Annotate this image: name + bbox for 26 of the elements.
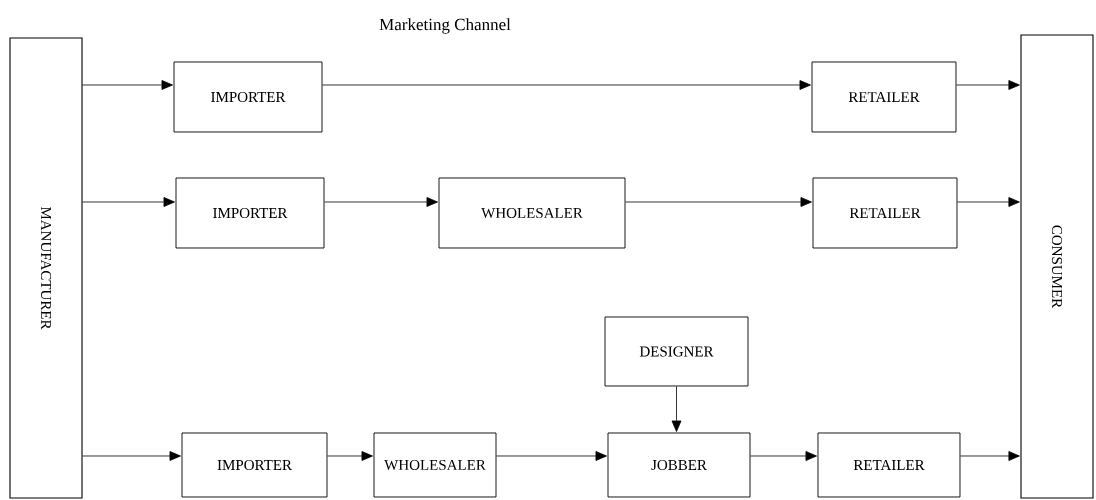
diagram-title: Marketing Channel xyxy=(379,18,511,34)
process-box: DESIGNER xyxy=(604,316,749,387)
arrow xyxy=(82,451,181,461)
arrow xyxy=(496,451,607,461)
arrow xyxy=(82,197,175,207)
arrow xyxy=(750,451,817,461)
arrow xyxy=(960,451,1020,461)
arrow xyxy=(956,80,1020,90)
process-box: IMPORTER xyxy=(173,61,323,133)
arrow xyxy=(327,451,373,461)
vertical-box: CONSUMER xyxy=(1020,34,1094,499)
process-box: WHOLESALER xyxy=(373,432,497,498)
process-box: RETAILER xyxy=(811,61,957,133)
arrow xyxy=(322,80,811,90)
process-box: RETAILER xyxy=(812,177,958,249)
arrow xyxy=(82,80,173,90)
process-box: WHOLESALER xyxy=(438,177,626,249)
arrow xyxy=(957,197,1020,207)
process-box: IMPORTER xyxy=(181,432,328,498)
process-box: IMPORTER xyxy=(175,177,325,249)
arrow xyxy=(671,386,682,432)
vertical-box: MANUFACTURER xyxy=(9,37,83,499)
process-box: RETAILER xyxy=(817,432,961,498)
arrow xyxy=(324,197,438,207)
arrow xyxy=(625,197,812,207)
process-box: JOBBER xyxy=(607,432,751,498)
